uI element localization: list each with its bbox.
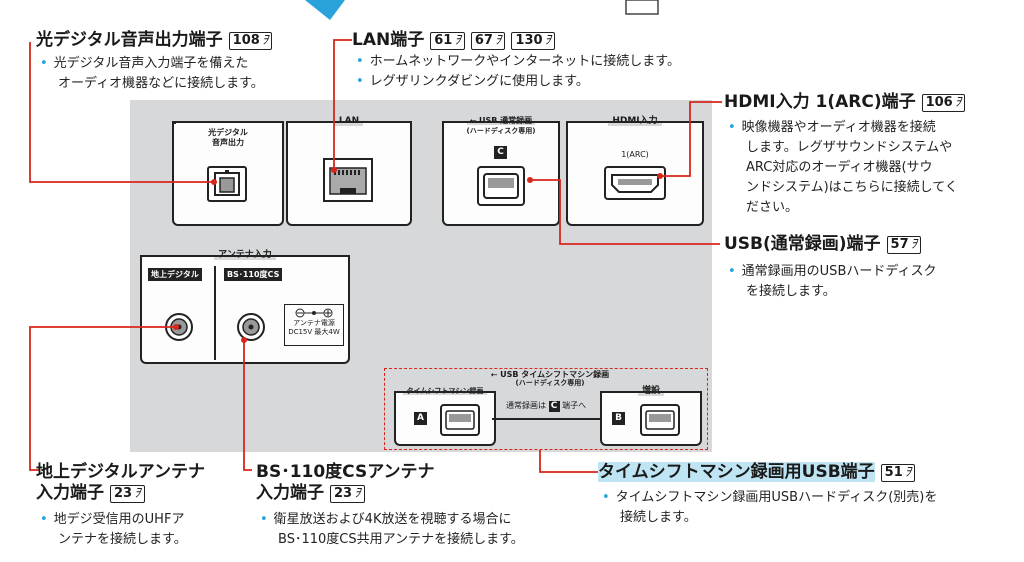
lan-desc: •ホームネットワークやインターネットに接続します。 •レグザリンクダビングに使用…: [356, 54, 680, 89]
usb-desc: •通常録画用のUSBハードディスク を接続します。: [728, 264, 937, 299]
usb-normal-sub: (ハードディスク専用): [466, 127, 536, 135]
optical-box: 光デジタル 音声出力: [172, 122, 284, 226]
antenna-power-box: アンテナ電源 DC15V 最大4W: [284, 304, 344, 346]
timeshift-rec-box: タイムシフトマシン録画 A: [394, 387, 496, 446]
timeshift-desc: •タイムシフトマシン録画用USBハードディスク(別売)を 接続します。: [602, 490, 938, 525]
optical-label-2: 音声出力: [212, 138, 244, 147]
usb-normal-box: ⭠ USB 通常録画 (ハードディスク専用) C: [442, 116, 560, 226]
terrestrial-label: 地上デジタル: [148, 268, 202, 281]
expand-usb-port-icon: [640, 404, 680, 436]
timeshift-usb-port-icon: [440, 404, 480, 436]
usb-letter-c: C: [494, 146, 507, 159]
timeshift-sub: (ハードディスク専用): [515, 379, 585, 387]
antenna-power-label: アンテナ電源: [293, 319, 335, 327]
hdmi-desc: •映像機器やオーディオ機器を接続 します。レグザサウンドシステムや ARC対応の…: [728, 120, 958, 215]
optical-port-icon: [207, 166, 247, 202]
rear-panel: 光デジタル 音声出力 LAN ⭠ USB 通常録画 (ハードディスク専用) C: [130, 100, 712, 452]
antenna-power-spec: DC15V 最大4W: [288, 328, 340, 336]
optical-label-1: 光デジタル: [208, 128, 248, 137]
bs-label: BS･110度CS: [224, 268, 283, 281]
top-decor: [305, 0, 659, 20]
usb-symbol-icon: ⭠: [470, 116, 479, 125]
bs-desc: •衛星放送および4K放送を視聴する場合に BS･110度CS共用アンテナを接続し…: [260, 512, 524, 547]
hdmi-port-icon: [604, 166, 666, 200]
bs-port-icon: [237, 313, 265, 341]
usb-symbol-icon-2: ⭠: [490, 370, 501, 379]
usb-letter-a: A: [414, 412, 427, 425]
usb-normal-port-icon: [477, 166, 525, 206]
optical-desc: •光デジタル音声入力端子を備えた オーディオ機器などに接続します。: [40, 56, 264, 91]
timeshift-region: [384, 368, 708, 450]
timeshift-title: ⭠ USB タイムシフトマシン録画 (ハードディスク専用): [460, 370, 640, 388]
terrestrial-desc: •地デジ受信用のUHFア ンテナを接続します。: [40, 512, 187, 547]
hdmi-port-label: 1(ARC): [621, 150, 649, 159]
normal-rec-note: 通常録画は C 端子へ: [506, 401, 587, 412]
usb-normal-label: ⭠ USB 通常録画: [466, 116, 536, 125]
lan-box: LAN: [286, 116, 412, 226]
usb-letter-c-2: C: [548, 401, 560, 412]
lan-port-icon: [323, 158, 373, 202]
usb-letter-b: B: [612, 412, 625, 425]
expand-box: 増設 B: [600, 386, 702, 446]
dc-polarity-icon: [295, 308, 333, 318]
